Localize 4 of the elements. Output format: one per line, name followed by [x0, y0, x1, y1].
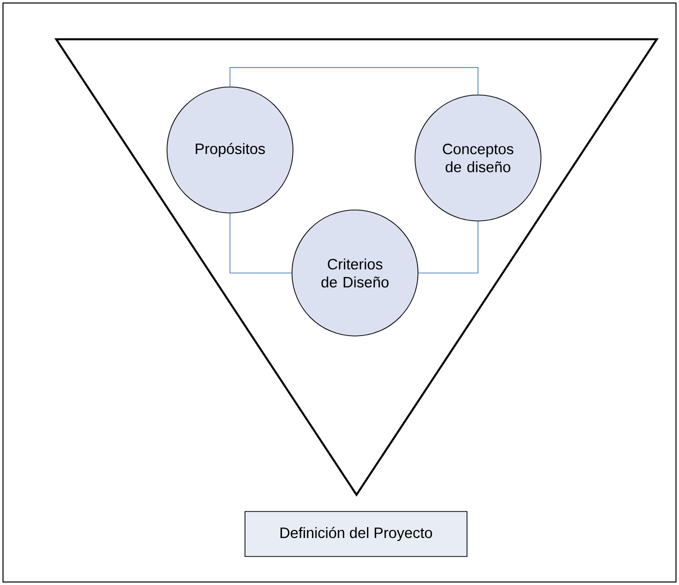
connector-line	[230, 212, 292, 274]
connector-line	[230, 67, 478, 95]
connector-line	[418, 220, 478, 274]
label-box: Definición del Proyecto	[244, 511, 468, 557]
